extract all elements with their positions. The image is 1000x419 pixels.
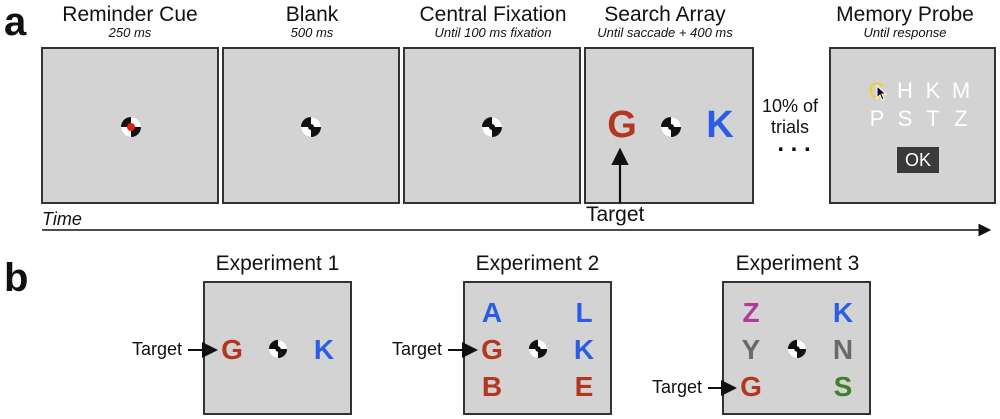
fixation-icon — [528, 339, 548, 359]
screen-5-title: Memory Probe — [836, 3, 974, 26]
probe-letter-t[interactable]: T — [926, 106, 940, 131]
screen-5-duration: Until response — [863, 25, 947, 40]
experiment-3-title: Experiment 3 — [735, 252, 860, 275]
screen-3-duration: Until 100 ms fixation — [434, 25, 552, 40]
probe-letter-z[interactable]: Z — [954, 106, 968, 131]
experiment-2-title: Experiment 2 — [475, 252, 600, 275]
exp2-letter-left-3: B — [481, 371, 503, 402]
screen-search-array: G K — [584, 47, 754, 204]
screen-memory-probe: G H K M P S T Z OK — [829, 47, 996, 204]
panel-b-letter: b — [4, 256, 29, 300]
trials-note: 10% of trials — [756, 96, 824, 137]
screen-2-title: Blank — [285, 3, 339, 26]
probe-letter-h[interactable]: H — [897, 78, 913, 103]
experiment-3-screen: Z Y G K N S — [722, 281, 871, 415]
screen-reminder-cue — [41, 47, 219, 204]
cue-dot — [127, 123, 135, 131]
screen-4-duration: Until saccade + 400 ms — [597, 25, 733, 40]
exp3-letter-right-3: S — [833, 371, 853, 402]
exp2-letter-left-2: G — [481, 334, 503, 365]
exp3-letter-right-1: K — [832, 297, 854, 328]
time-label: Time — [42, 209, 82, 229]
exp2-letter-left-1: A — [481, 297, 503, 328]
fixation-icon — [482, 117, 502, 137]
fixation-icon — [301, 117, 321, 137]
exp1-target-label: Target — [132, 339, 183, 359]
panel-a-letter: a — [4, 0, 27, 44]
probe-letter-k[interactable]: K — [925, 78, 941, 103]
exp3-letter-left-2: Y — [741, 334, 761, 365]
exp3-target-label: Target — [652, 377, 703, 397]
mouse-cursor-icon — [876, 85, 888, 101]
probe-letter-m[interactable]: M — [951, 78, 971, 103]
exp3-letter-right-2: N — [832, 334, 854, 365]
fixation-icon — [787, 339, 807, 359]
screen-3-title: Central Fixation — [419, 3, 567, 26]
probe-letter-p[interactable]: P — [869, 106, 885, 131]
screen-4-title: Search Array — [604, 3, 726, 26]
trials-note-line-2: trials — [770, 116, 809, 137]
exp3-letter-left-1: Z — [742, 297, 760, 328]
ellipsis: . . . — [777, 130, 811, 157]
screen-1-title: Reminder Cue — [62, 3, 198, 26]
exp2-letter-right-1: L — [575, 297, 593, 328]
exp2-letter-right-2: K — [573, 334, 595, 365]
screen-1-duration: 250 ms — [108, 25, 152, 40]
experiment-2-screen: A G B L K E — [463, 281, 612, 415]
screen-central-fixation — [403, 47, 581, 204]
exp1-letter-right-1: K — [313, 334, 335, 365]
fixation-icon — [661, 117, 681, 137]
ok-button[interactable]: OK — [897, 147, 939, 173]
search-letter-right: K — [706, 104, 734, 146]
fixation-icon — [268, 339, 288, 359]
probe-letter-s[interactable]: S — [897, 106, 913, 131]
screen-2-duration: 500 ms — [290, 25, 334, 40]
fixation-cue-icon — [121, 117, 141, 137]
search-letter-left: G — [607, 104, 637, 146]
experiment-1-screen: G K — [203, 281, 352, 415]
exp2-letter-right-3: E — [574, 371, 594, 402]
trials-note-line-1: 10% of — [761, 96, 819, 116]
target-label-a: Target — [586, 203, 645, 226]
exp2-target-label: Target — [392, 339, 443, 359]
exp1-letter-left-1: G — [221, 334, 243, 365]
screen-blank — [222, 47, 400, 204]
experiment-1-title: Experiment 1 — [215, 252, 340, 275]
exp3-letter-left-3: G — [740, 371, 762, 402]
